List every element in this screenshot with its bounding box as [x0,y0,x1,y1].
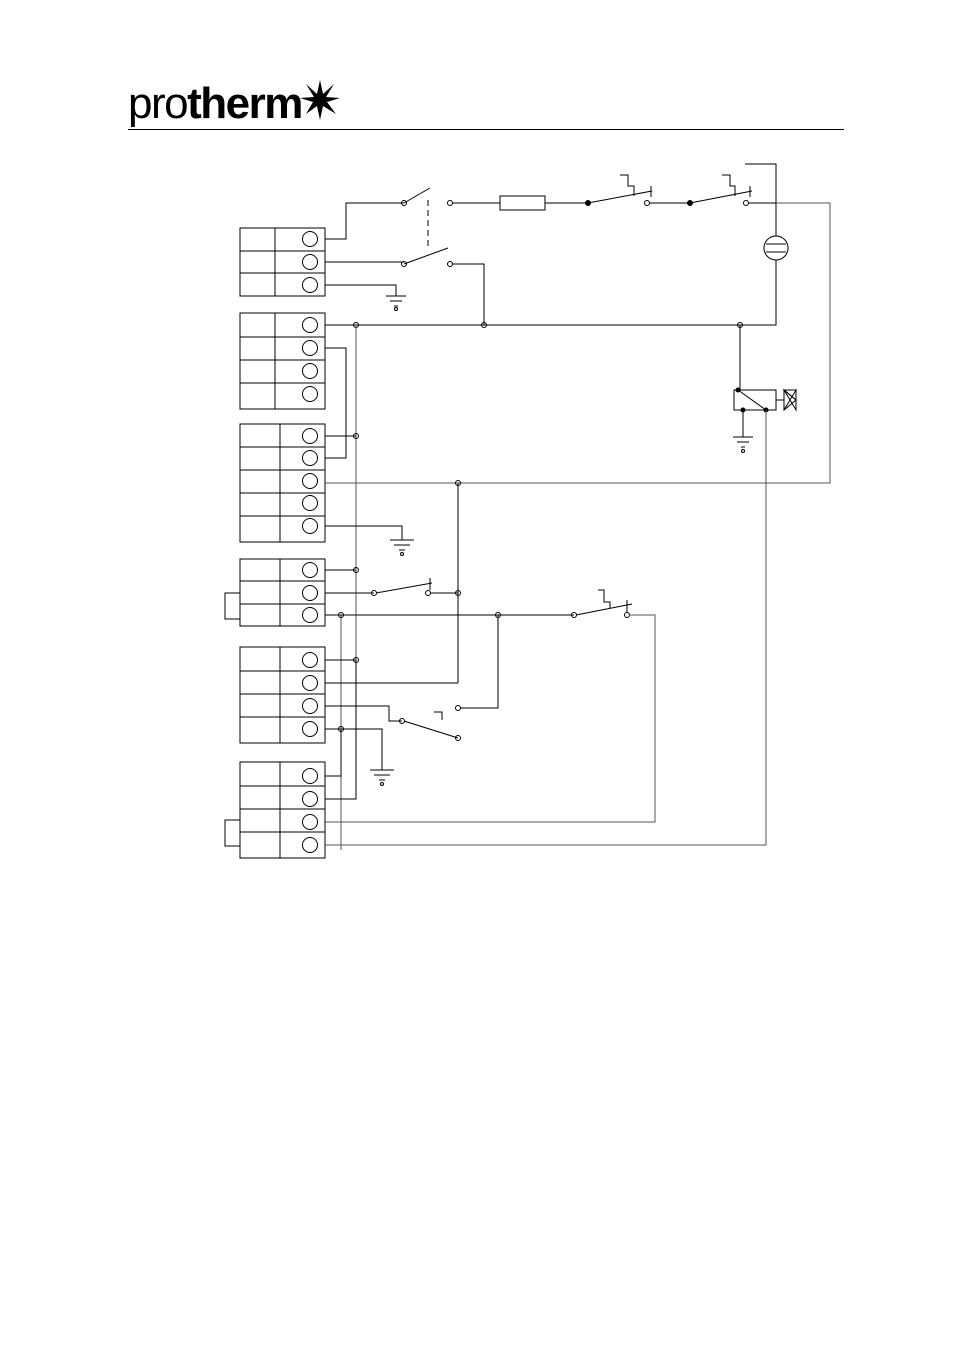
thermostat-switch-icon [588,191,652,203]
lower-pole-line [325,248,484,325]
terminal-block-4 [225,559,325,626]
lamp-icon [764,236,788,260]
terminal-block-3 [240,424,325,542]
jumper-link-1 [225,593,240,619]
switch-b4 [325,481,461,684]
thermostat-switch-icon-2 [690,191,752,203]
terminal-block-1 [240,228,325,296]
jumper-link-2 [225,820,240,846]
fuse-icon [500,196,545,210]
terminal-block-5 [240,647,325,743]
relay-icon [325,388,796,845]
switch-b5 [325,615,498,786]
double-pole-switch-icon [404,188,430,203]
terminal-block-2 [240,313,325,409]
main-supply-line [325,164,830,483]
terminal-block-6 [225,762,325,858]
left-bus-wires [325,325,574,850]
